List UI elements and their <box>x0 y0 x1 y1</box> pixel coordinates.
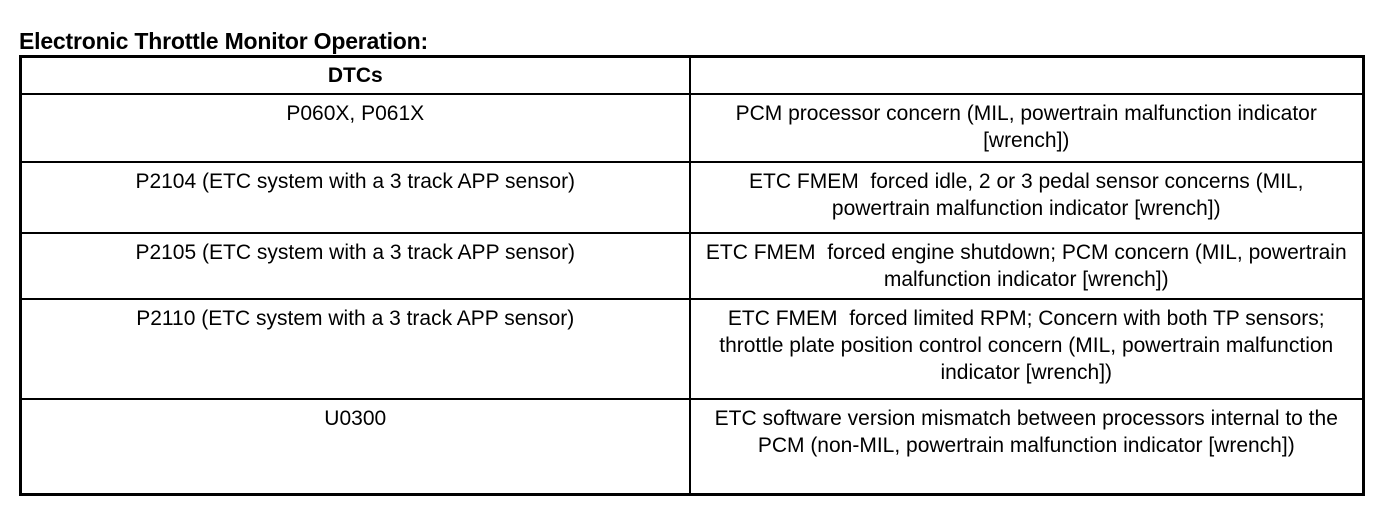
table-cell-dtc: U0300 <box>19 398 691 496</box>
page-title: Electronic Throttle Monitor Operation: <box>19 28 428 55</box>
table-header-description <box>688 55 1365 95</box>
table-header-row: DTCs <box>19 55 1365 95</box>
table-cell-dtc: P2104 (ETC system with a 3 track APP sen… <box>19 161 691 234</box>
dtc-table: DTCs P060X, P061X PCM processor concern … <box>19 55 1365 496</box>
table-cell-description: ETC FMEM forced idle, 2 or 3 pedal senso… <box>688 161 1365 234</box>
table-row: U0300 ETC software version mismatch betw… <box>19 398 1365 496</box>
table-cell-description: ETC FMEM forced limited RPM; Concern wit… <box>688 298 1365 400</box>
table-cell-dtc: P2110 (ETC system with a 3 track APP sen… <box>19 298 691 400</box>
table-row: P060X, P061X PCM processor concern (MIL,… <box>19 93 1365 163</box>
table-cell-description: ETC FMEM forced engine shutdown; PCM con… <box>688 232 1365 300</box>
table-cell-description: PCM processor concern (MIL, powertrain m… <box>688 93 1365 163</box>
table-row: P2105 (ETC system with a 3 track APP sen… <box>19 232 1365 300</box>
table-cell-description: ETC software version mismatch between pr… <box>688 398 1365 496</box>
table-header-dtcs: DTCs <box>19 55 691 95</box>
table-cell-dtc: P2105 (ETC system with a 3 track APP sen… <box>19 232 691 300</box>
table-cell-dtc: P060X, P061X <box>19 93 691 163</box>
table-row: P2104 (ETC system with a 3 track APP sen… <box>19 161 1365 234</box>
table-row: P2110 (ETC system with a 3 track APP sen… <box>19 298 1365 400</box>
